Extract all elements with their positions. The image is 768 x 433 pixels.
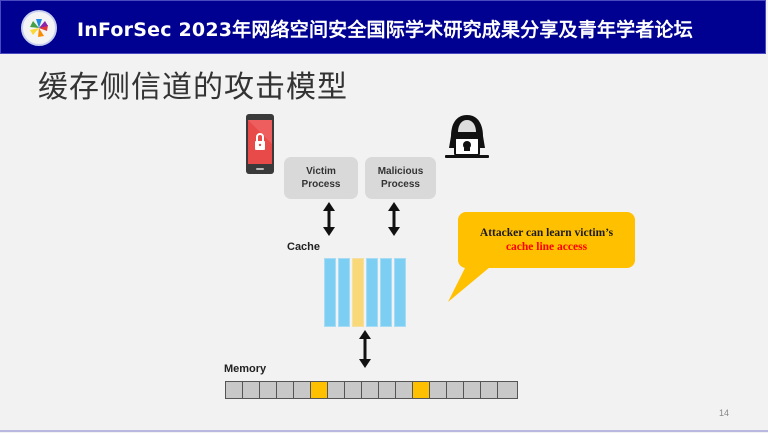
memory-label: Memory — [224, 363, 267, 375]
cache-line — [338, 258, 350, 327]
memory-block — [294, 382, 311, 398]
victim-process-label-2: Process — [301, 179, 341, 190]
memory-block — [396, 382, 413, 398]
memory-block — [464, 382, 481, 398]
malicious-process-label-1: Malicious — [377, 166, 424, 177]
memory-block — [243, 382, 260, 398]
inforsec-logo — [21, 10, 57, 46]
conference-title: InForSec 2023年网络空间安全国际学术研究成果分享及青年学者论坛 — [77, 19, 693, 41]
memory-block — [345, 382, 362, 398]
memory-block — [447, 382, 464, 398]
cache-line — [366, 258, 378, 327]
memory-blocks — [225, 381, 518, 399]
attacker-callout: Attacker can learn victim’s cache line a… — [458, 212, 635, 268]
locked-phone-icon — [246, 114, 274, 174]
slide-header: InForSec 2023年网络空间安全国际学术研究成果分享及青年学者论坛 — [0, 0, 766, 54]
cache-line — [394, 258, 406, 327]
memory-block-accessed — [311, 382, 328, 398]
memory-block — [430, 382, 447, 398]
callout-line-1: Attacker can learn victim’s — [479, 227, 614, 239]
memory-block — [498, 382, 517, 398]
callout-line-2: cache line access — [505, 241, 588, 253]
memory-block-accessed — [413, 382, 430, 398]
victim-cache-arrow-icon — [323, 202, 335, 236]
memory-block — [328, 382, 345, 398]
hacker-icon — [445, 115, 489, 158]
cache-memory-arrow-icon — [359, 330, 371, 368]
cache-label: Cache — [287, 241, 321, 253]
cache-line-accessed — [352, 258, 364, 327]
malicious-process-label-2: Process — [381, 179, 420, 190]
memory-block — [362, 382, 379, 398]
memory-block — [481, 382, 498, 398]
page-number: 14 — [719, 408, 730, 418]
logo-pinwheel-icon — [30, 19, 48, 37]
memory-block — [226, 382, 243, 398]
malicious-cache-arrow-icon — [388, 202, 400, 236]
memory-block — [260, 382, 277, 398]
cache-line — [380, 258, 392, 327]
cache-line — [324, 258, 336, 327]
malicious-process-box: Malicious Process — [365, 157, 436, 199]
memory-block — [277, 382, 294, 398]
footer-divider — [0, 430, 768, 432]
victim-process-box: Victim Process — [284, 157, 358, 199]
memory-block — [379, 382, 396, 398]
callout-tail — [448, 262, 496, 302]
victim-process-label-1: Victim — [306, 166, 336, 177]
cache-lines — [324, 258, 406, 327]
slide-title: 缓存侧信道的攻击模型 — [38, 70, 348, 105]
